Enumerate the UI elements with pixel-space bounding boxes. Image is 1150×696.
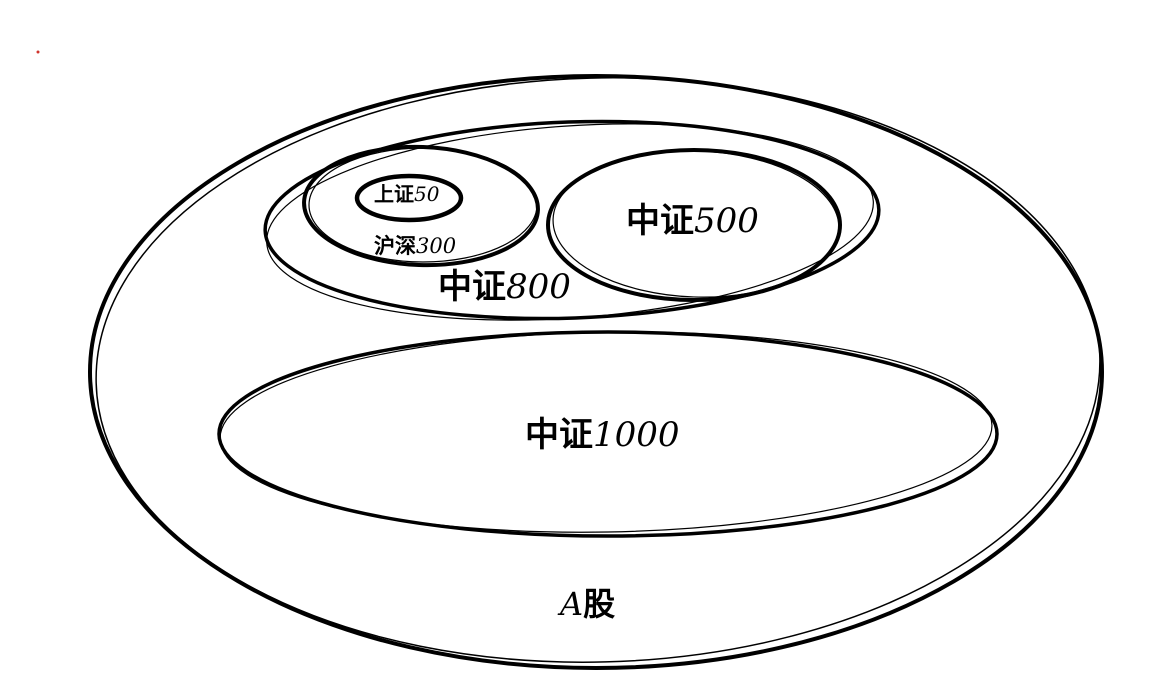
csi300-ellipse-sketch xyxy=(308,147,538,263)
csi300-label: 沪深300 xyxy=(374,234,457,258)
a-shares-label: A股 xyxy=(560,585,616,623)
sse50-ellipse xyxy=(354,173,464,223)
csi800-label: 中证800 xyxy=(438,267,571,307)
csi1000-label: 中证1000 xyxy=(525,415,680,455)
csi500-label: 中证500 xyxy=(626,201,759,241)
csi800-ellipse-sketch xyxy=(266,123,874,321)
stray-dot xyxy=(36,50,40,54)
csi300-ellipse xyxy=(302,144,540,268)
sse50-label: 上证50 xyxy=(374,182,440,206)
csi500-ellipse-sketch xyxy=(552,150,840,298)
a-shares-ellipse xyxy=(88,74,1104,670)
csi500-ellipse xyxy=(546,148,842,302)
a-shares-ellipse-sketch xyxy=(95,77,1101,663)
csi1000-ellipse-sketch xyxy=(219,331,993,533)
csi800-ellipse xyxy=(263,119,881,321)
